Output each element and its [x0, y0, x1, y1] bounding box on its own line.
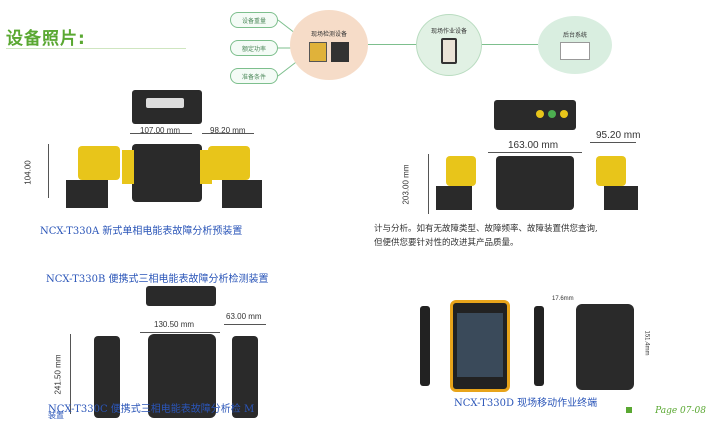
product-a-figure: 107.00 mm 98.20 mm 104.00: [24, 88, 280, 218]
dim-line: [590, 142, 636, 143]
clamp-left: [446, 156, 476, 186]
page-title: 设备照片:: [6, 29, 86, 49]
product-d-caption: NCX-T330D 现场移动作业终端: [454, 398, 598, 409]
clamp-left-base: [66, 180, 108, 208]
clamp-right-base: [222, 180, 262, 208]
meter-side-left: [122, 150, 134, 184]
dim-label-height: 203.00 mm: [401, 164, 411, 205]
dim-label-width-1: 107.00 mm: [140, 126, 181, 135]
analyzer-front: [148, 334, 216, 418]
meter-top-view: [494, 100, 576, 130]
dim-label-height: 104.00: [23, 160, 33, 185]
page-marker-icon: [626, 407, 632, 413]
clamp-right-base: [604, 186, 638, 210]
dim-line: [202, 133, 254, 134]
product-c-caption-sub: 装置: [48, 411, 64, 420]
system-diagram: 设备重量 额定功率 准备条件 现场检测设备 现场作业设备 后台系统: [0, 0, 720, 90]
connector-line: [368, 44, 416, 45]
phone-front: [450, 300, 510, 392]
dim-line: [140, 332, 220, 333]
analyzer-side-right: [232, 336, 258, 418]
bubble-weight: 设备重量: [230, 12, 278, 28]
dim-line: [428, 154, 429, 214]
product-a-caption: NCX-T330A 新式单相电能表故障分析预装置: [40, 226, 243, 237]
dim-label-width-1: 130.50 mm: [154, 320, 195, 329]
product-b-figure: 130.50 mm 63.00 mm 241.50 mm: [54, 286, 290, 420]
dim-line: [488, 152, 582, 153]
analyzer-top-view: [146, 286, 216, 306]
product-d-figure: 17.6mm 151.4mm: [420, 296, 680, 396]
meter-body: [132, 144, 202, 202]
product-c-caption: NCX-T330C 便携式三相电能表故障分析检 M: [48, 404, 255, 415]
connector-line: [482, 44, 538, 45]
bubble-power: 额定功率: [230, 40, 278, 56]
product-b-caption: NCX-T330B 便携式三相电能表故障分析检测装置: [46, 274, 269, 285]
clamp-left-base: [436, 186, 472, 210]
device-thumb-icon: [309, 41, 327, 62]
dim-line: [70, 334, 71, 414]
dim-label-side: 151.4mm: [643, 330, 650, 356]
page-number: Page 07-08: [655, 406, 706, 416]
dim-line: [130, 133, 192, 134]
bubble-conditions: 准备条件: [230, 68, 278, 84]
meter-body: [496, 156, 574, 210]
backend-circle: 后台系统: [538, 16, 612, 74]
clamp-left: [78, 146, 120, 180]
device-thumb-icon: [331, 41, 349, 62]
monitor-icon: [560, 42, 590, 60]
dim-label-height: 241.50 mm: [53, 354, 63, 395]
field-terminal-circle: 现场作业设备: [416, 14, 482, 76]
description-text: 计与分析。如有无故障类型、故障频率、故障装置供您查询, 但便供您要针对性的改进其…: [374, 224, 598, 248]
dim-line: [224, 324, 266, 325]
phone-side-left: [420, 306, 430, 386]
phone-back: [576, 304, 634, 390]
dim-label-width-2: 63.00 mm: [226, 312, 262, 321]
phone-side-right: [534, 306, 544, 386]
title-divider: [6, 48, 186, 49]
analyzer-side-left: [94, 336, 120, 418]
field-device-circle: 现场检测设备: [290, 10, 368, 80]
clamp-right: [596, 156, 626, 186]
phone-icon: [441, 38, 457, 64]
dim-label-width-2: 95.20 mm: [596, 130, 641, 141]
dim-label-top: 17.6mm: [552, 296, 574, 302]
dim-line: [48, 144, 49, 198]
product-a2-figure: 163.00 mm 95.20 mm 203.00 mm: [400, 100, 660, 220]
meter-top-view: [132, 90, 202, 124]
clamp-right: [208, 146, 250, 180]
dim-label-width-2: 98.20 mm: [210, 126, 246, 135]
dim-label-width-1: 163.00 mm: [508, 140, 559, 151]
